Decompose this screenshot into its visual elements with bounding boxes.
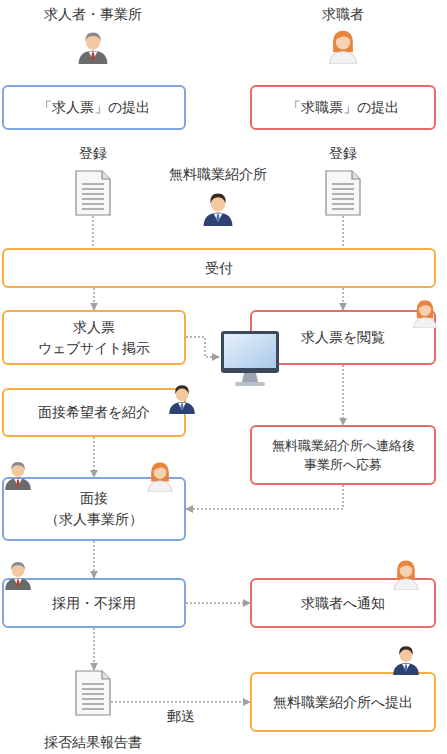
employer-icon [79, 33, 108, 65]
flow-connector [93, 541, 95, 578]
document-line [82, 183, 104, 185]
flow-connector [93, 437, 95, 477]
leader-line [186, 337, 219, 357]
document-heading: 登録 [79, 145, 107, 162]
monitor-base [235, 382, 265, 386]
document-line [332, 208, 354, 210]
edge-label: 郵送 [121, 708, 241, 725]
box-text: 求人票 ウェブサイト掲示 [29, 317, 159, 359]
process-box: 採用・不採用 [2, 578, 186, 628]
document-icon: 登録 [75, 170, 111, 216]
document-line [332, 203, 354, 205]
document-line [82, 198, 104, 200]
agency-icon [393, 646, 419, 675]
document-line [82, 708, 104, 710]
box-text: 求人票を閲覧 [301, 327, 385, 348]
box-text: 「求職票」の提出 [287, 97, 399, 118]
flow-connector [93, 628, 95, 670]
flow-connector [342, 288, 344, 310]
document-line [82, 208, 104, 210]
box-text: 面接希望者を紹介 [38, 402, 150, 423]
document-line [82, 698, 104, 700]
box-text: 面接 （求人事業所） [39, 488, 149, 530]
process-box: 面接 （求人事業所） [2, 477, 186, 541]
role-label: 求職者 [233, 6, 447, 23]
box-text: 採用・不採用 [52, 593, 136, 614]
document-line [332, 183, 354, 185]
document-graphic [75, 170, 111, 216]
role-label: 無料職業紹介所 [108, 166, 328, 183]
submit-box: 「求人票」の提出 [2, 85, 186, 130]
document-sheet [76, 171, 110, 215]
document-line [82, 188, 104, 190]
document-icon: 採否結果報告書 [75, 670, 111, 716]
document-sheet [326, 171, 360, 215]
document-fold [352, 171, 360, 179]
flow-connector [186, 602, 250, 604]
process-box: 求人票を閲覧 [250, 310, 436, 365]
document-graphic [75, 670, 111, 716]
jobseeker-icon [330, 31, 357, 64]
process-box: 求職者へ通知 [250, 578, 436, 628]
submit-box: 「求職票」の提出 [250, 85, 436, 130]
document-line [82, 193, 104, 195]
flow-connector [186, 485, 343, 509]
document-caption: 採否結果報告書 [44, 734, 142, 751]
document-line [332, 193, 354, 195]
document-sheet [76, 671, 110, 715]
document-line [82, 683, 104, 685]
box-text: 受付 [205, 258, 233, 279]
box-text: 無料職業紹介所へ提出 [273, 692, 413, 713]
document-line [332, 198, 354, 200]
process-box: 面接希望者を紹介 [2, 388, 186, 437]
document-fold [102, 171, 110, 179]
document-icon: 登録 [325, 170, 361, 216]
document-heading: 登録 [329, 145, 357, 162]
flow-connector [111, 701, 250, 703]
document-line [82, 203, 104, 205]
flow-connector [342, 365, 344, 425]
document-graphic [325, 170, 361, 216]
process-box: 無料職業紹介所へ提出 [250, 672, 436, 732]
agency-icon [204, 194, 233, 226]
box-text: 求職者へ通知 [301, 593, 385, 614]
flow-connector [92, 216, 94, 248]
document-line [82, 693, 104, 695]
document-line [82, 703, 104, 705]
flow-connector [342, 216, 344, 248]
monitor-neck [242, 373, 258, 382]
process-box: 無料職業紹介所へ連絡後 事業所へ応募 [250, 425, 436, 485]
process-box: 求人票 ウェブサイト掲示 [2, 310, 186, 365]
document-line [332, 188, 354, 190]
flow-connector [93, 288, 95, 310]
process-band: 受付 [2, 248, 436, 288]
document-line [82, 688, 104, 690]
box-text: 「求人票」の提出 [38, 97, 150, 118]
document-fold [102, 671, 110, 679]
role-label: 求人者・事業所 [0, 6, 203, 23]
box-text: 無料職業紹介所へ連絡後 事業所へ応募 [258, 436, 428, 475]
